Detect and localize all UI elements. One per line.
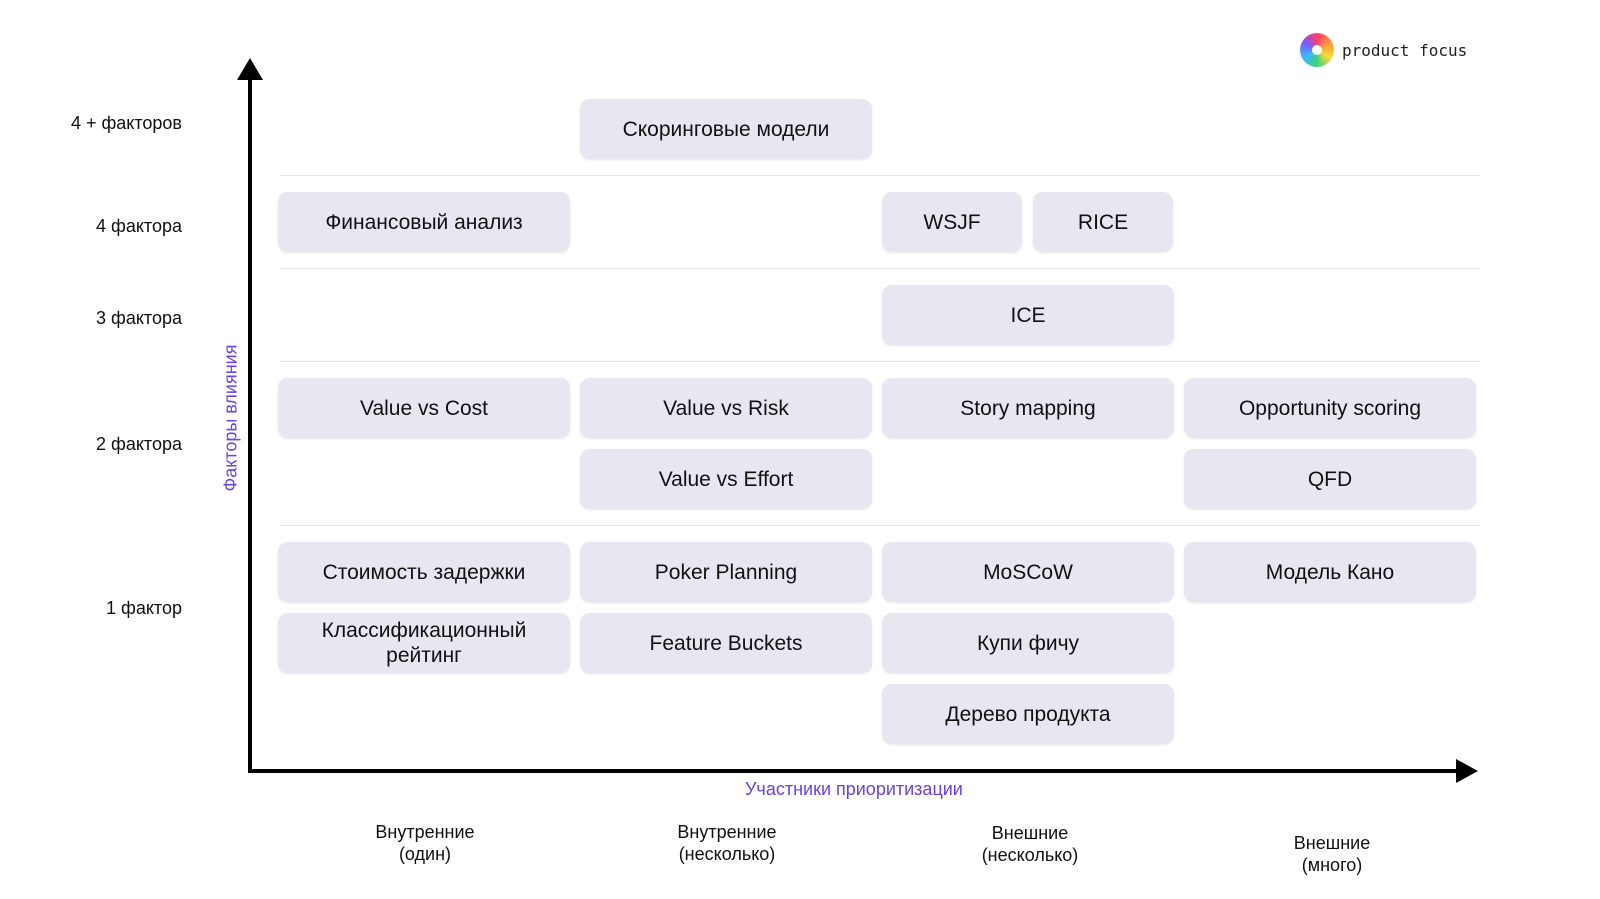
row-divider [280,175,1480,176]
x-group-external-many: Внешние (много) [1293,833,1371,875]
row-divider [280,268,1480,269]
method-value-vs-cost: Value vs Cost [278,378,570,438]
method-moscow: MoSCoW [882,542,1174,602]
method-qfd: QFD [1184,449,1476,509]
brand-logo: product focus [1300,33,1467,67]
x-group-external-several: Внешние (несколько) [981,823,1079,865]
method-classification-rating: Классификационный рейтинг [278,613,570,673]
y-level-4: 4 фактора [96,216,182,236]
method-wsjf: WSJF [882,192,1022,252]
x-axis-title: Участники приоритизации [745,779,963,799]
row-divider [280,361,1480,362]
method-product-tree: Дерево продукта [882,684,1174,744]
method-feature-buckets: Feature Buckets [580,613,872,673]
method-opportunity-scoring: Opportunity scoring [1184,378,1476,438]
method-scoring-models: Скоринговые модели [580,99,872,159]
y-level-2: 2 фактора [96,434,182,454]
rainbow-circle-icon [1300,33,1334,67]
method-buy-a-feature: Купи фичу [882,613,1174,673]
x-axis-arrow-icon [1456,759,1478,783]
method-value-vs-risk: Value vs Risk [580,378,872,438]
x-group-internal-many: Внутренние (несколько) [677,822,777,864]
row-divider [280,525,1480,526]
x-group-internal-one: Внутренние (один) [375,822,475,864]
method-value-vs-effort: Value vs Effort [580,449,872,509]
method-ice: ICE [882,285,1174,345]
y-axis-title: Факторы влияния [220,344,241,492]
y-level-3: 3 фактора [96,308,182,328]
method-financial-analysis: Финансовый анализ [278,192,570,252]
method-story-mapping: Story mapping [882,378,1174,438]
method-kano-model: Модель Кано [1184,542,1476,602]
method-cost-of-delay: Стоимость задержки [278,542,570,602]
method-poker-planning: Poker Planning [580,542,872,602]
method-rice: RICE [1033,192,1173,252]
brand-name: product focus [1342,40,1468,60]
y-level-4plus: 4 + факторов [70,113,182,133]
y-axis-arrow-icon [237,58,263,80]
y-level-1: 1 фактор [106,598,182,618]
